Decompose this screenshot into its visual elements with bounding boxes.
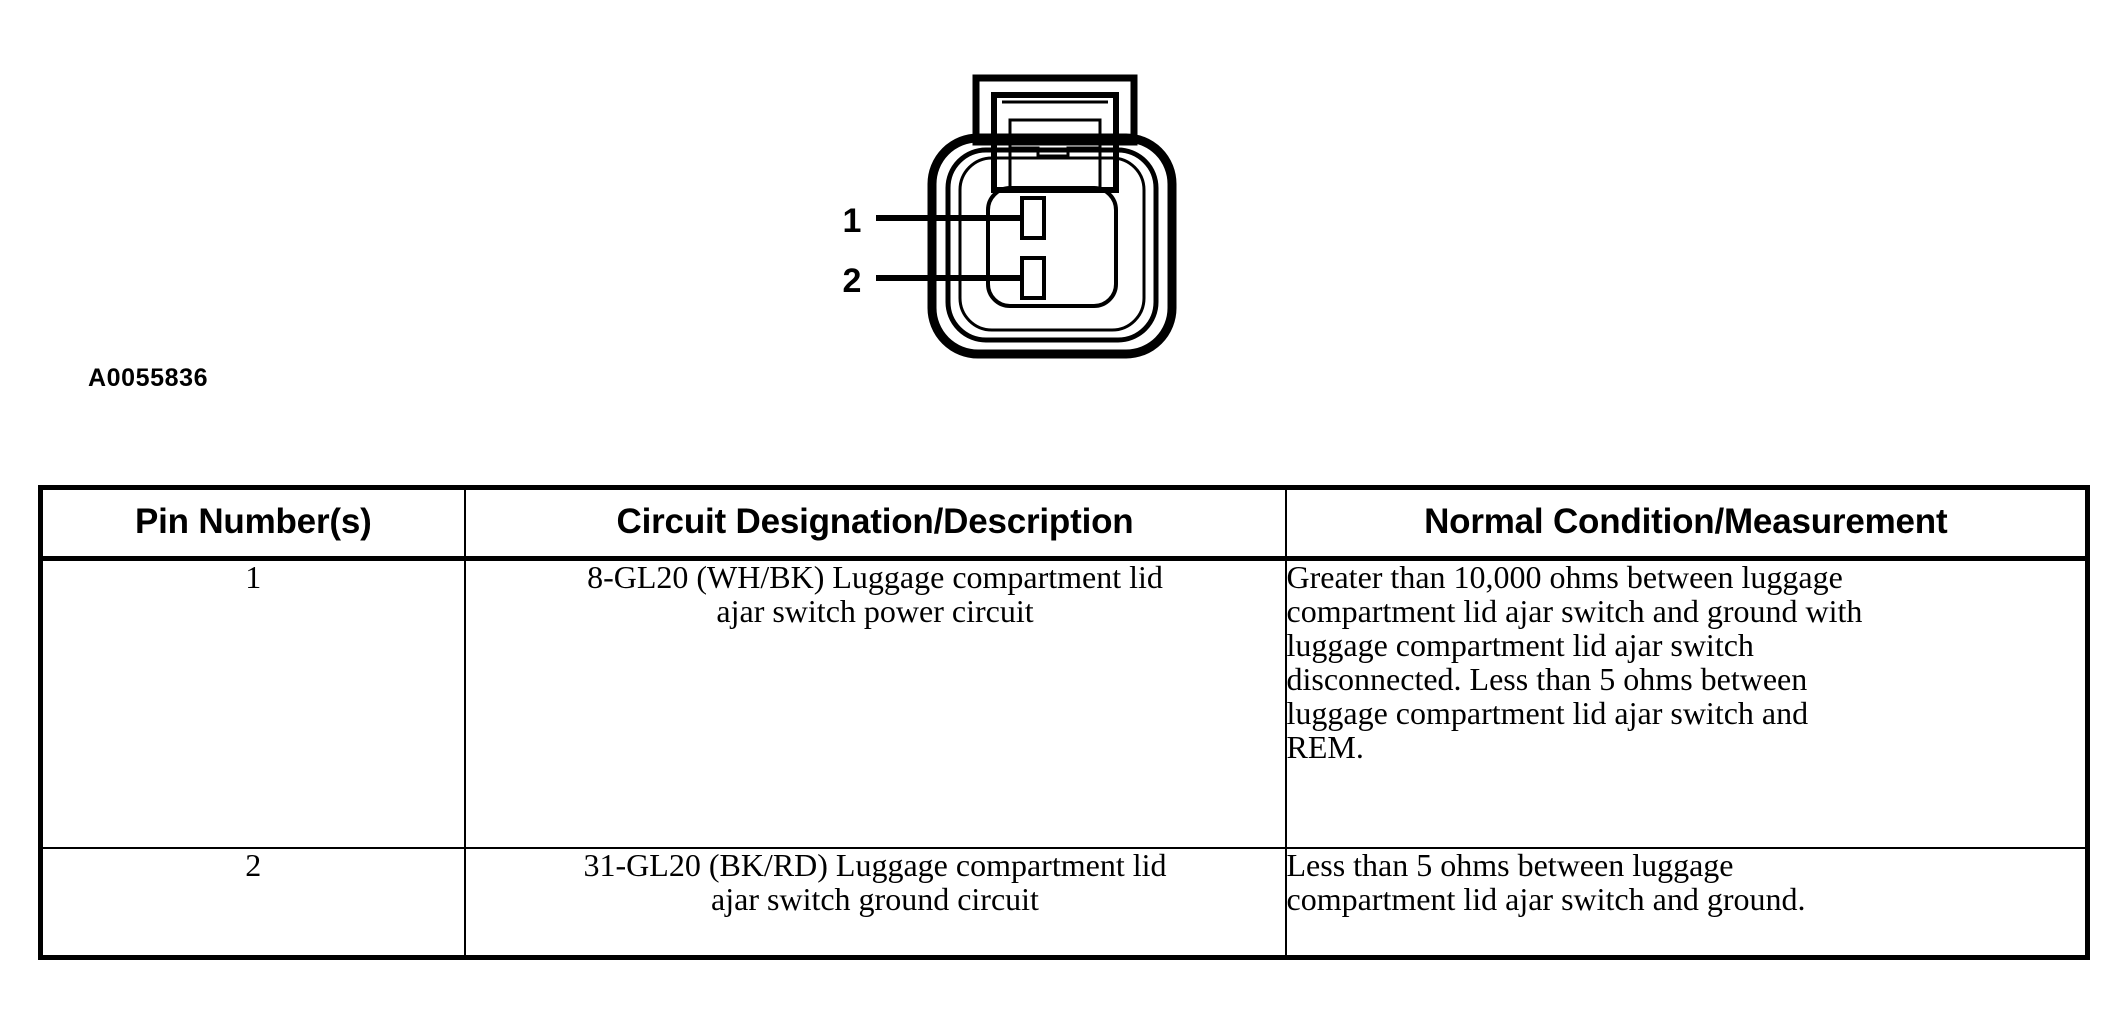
cell-normal-condition: Greater than 10,000 ohms between luggage…: [1284, 557, 2089, 849]
text-line: luggage compartment lid ajar switch and: [1286, 694, 1809, 731]
terminal-cavity-1: [1020, 196, 1046, 240]
text-line: ajar switch ground circuit: [711, 880, 1039, 917]
text-line: disconnected. Less than 5 ohms between: [1286, 660, 1808, 697]
header-pin-number: Pin Number(s): [39, 486, 466, 561]
latch-outer-bracket: [972, 74, 1138, 146]
terminal-block: [986, 186, 1118, 308]
text-line: luggage compartment lid ajar switch: [1286, 626, 1754, 663]
table-header-row: Pin Number(s) Circuit Designation/Descri…: [39, 486, 2089, 561]
pin-label-1: 1: [843, 202, 862, 240]
text-line: 8-GL20 (WH/BK) Luggage compartment lid: [587, 559, 1163, 595]
cell-pin-number: 1: [39, 557, 466, 849]
text-line: ajar switch power circuit: [716, 592, 1034, 629]
text-line: compartment lid ajar switch and ground w…: [1286, 592, 1863, 629]
connector-figure: 1 2: [0, 0, 2124, 420]
connector-outer-shell: [927, 133, 1177, 359]
text-line: compartment lid ajar switch and ground.: [1286, 880, 1806, 917]
text-line: Less than 5 ohms between luggage: [1286, 847, 1734, 883]
table-row: 1 8-GL20 (WH/BK) Luggage compartment lid…: [39, 557, 2089, 849]
connector-diagram: 1 2: [843, 74, 1177, 359]
text-line: REM.: [1286, 728, 1364, 765]
text-line: 31-GL20 (BK/RD) Luggage compartment lid: [583, 847, 1167, 883]
text-line: Greater than 10,000 ohms between luggage: [1286, 559, 1843, 595]
pin-label-2: 2: [843, 262, 862, 300]
cell-circuit-designation: 8-GL20 (WH/BK) Luggage compartment lid a…: [463, 557, 1287, 849]
terminal-cavity-2: [1020, 256, 1046, 300]
cell-circuit-designation: 31-GL20 (BK/RD) Luggage compartment lid …: [463, 847, 1287, 959]
cell-pin-number: 2: [39, 847, 466, 959]
header-normal-condition: Normal Condition/Measurement: [1284, 486, 2089, 561]
figure-code: A0055836: [88, 364, 209, 392]
pin-connector-table: Pin Number(s) Circuit Designation/Descri…: [38, 485, 2090, 960]
connector-middle-outline: [945, 147, 1159, 343]
connector-inner-outline: [958, 156, 1146, 332]
table-row: 2 31-GL20 (BK/RD) Luggage compartment li…: [39, 847, 2089, 959]
cell-normal-condition: Less than 5 ohms between luggage compart…: [1284, 847, 2089, 959]
header-circuit-designation: Circuit Designation/Description: [463, 486, 1287, 561]
